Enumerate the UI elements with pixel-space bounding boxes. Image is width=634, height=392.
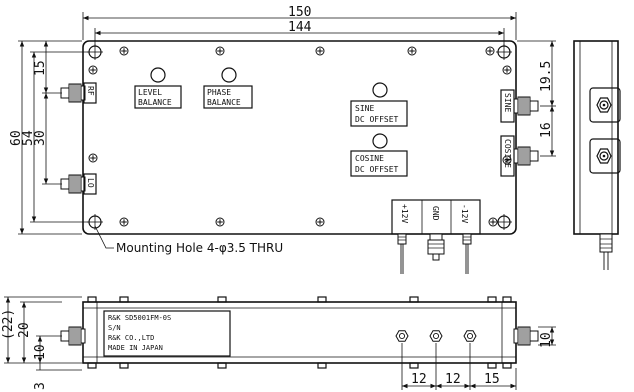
phase-balance-label-box xyxy=(203,85,253,109)
sine-offset-label-line2: DC OFFSET xyxy=(355,115,399,124)
sine-connector xyxy=(513,96,539,116)
dim-right-connector-height: 10 xyxy=(539,332,554,348)
lo-port-label-box xyxy=(83,173,97,195)
dim-pin-to-edge: 15 xyxy=(484,372,500,387)
sine-connector-face xyxy=(589,87,621,123)
lo-port-label: LO xyxy=(86,178,95,188)
pin-minus12v xyxy=(462,233,472,275)
cosine-offset-label-box xyxy=(350,150,408,177)
level-balance-label-line1: LEVEL xyxy=(138,88,162,97)
front-left-connector xyxy=(60,326,86,346)
pin-plus12v xyxy=(397,233,407,275)
mounting-hole-bottom-left xyxy=(87,214,103,230)
nameplate-line2: S/N xyxy=(108,324,121,332)
front-view: R&K SD5001FM-0S S/N R&K CO.,LTD MADE IN … xyxy=(60,296,539,369)
rf-port-label-box xyxy=(83,82,97,104)
mounting-hole-top-right xyxy=(496,44,512,60)
dim-connector-height: 10 xyxy=(33,344,48,360)
dim-body-height: 20 xyxy=(17,322,32,338)
pin-label-minus12v: -12V xyxy=(460,204,469,223)
top-view-outline xyxy=(82,40,517,235)
dim-sine-cosine-spacing: 16 xyxy=(539,122,554,138)
dim-pin-pitch-1: 12 xyxy=(411,372,427,387)
cosine-port-label-box xyxy=(500,135,515,177)
nameplate xyxy=(103,310,231,357)
dim-port-spacing: 30 xyxy=(33,130,48,146)
top-view: LEVEL BALANCE PHASE BALANCE SINE DC OFFS… xyxy=(60,40,539,275)
sine-offset-label-box xyxy=(350,100,408,127)
nameplate-line1: R&K SD5001FM-0S xyxy=(108,314,171,322)
sine-port-label-box xyxy=(500,89,515,123)
front-view-screws xyxy=(87,296,512,369)
dim-hole-pitch-length: 144 xyxy=(288,20,312,35)
lid-screws xyxy=(88,46,512,227)
nameplate-line3: R&K CO.,LTD xyxy=(108,334,154,342)
phase-balance-hole xyxy=(221,67,237,83)
side-view-right xyxy=(573,40,621,270)
front-pin-minus12v xyxy=(463,330,477,342)
mounting-hole-bottom-right xyxy=(496,214,512,230)
rf-connector xyxy=(60,83,86,103)
dim-overall-width: 60 xyxy=(9,130,24,146)
cosine-offset-label-line2: DC OFFSET xyxy=(355,165,399,174)
cosine-offset-label-line1: COSINE xyxy=(355,154,384,163)
sine-offset-hole xyxy=(372,82,388,98)
cosine-port-label: COSINE xyxy=(503,139,512,168)
cosine-connector-face xyxy=(589,138,621,174)
dim-overall-length: 150 xyxy=(288,5,311,20)
rf-port-label: RF xyxy=(86,86,95,96)
pin-label-plus12v: +12V xyxy=(400,204,409,223)
dim-height-ref: (22) xyxy=(1,309,16,340)
front-pin-plus12v xyxy=(395,330,409,342)
dim-base-offset: 3 xyxy=(33,382,48,390)
phase-balance-label-line2: BALANCE xyxy=(207,98,241,107)
dim-hole-pitch-width: 54 xyxy=(21,130,36,146)
cosine-connector xyxy=(513,146,539,166)
front-pin-gnd xyxy=(429,330,443,342)
level-balance-label-line2: BALANCE xyxy=(138,98,172,107)
front-view-dimensions: (22) 20 10 3 10 12 12 15 xyxy=(1,296,556,390)
sine-port-label: SINE xyxy=(503,93,512,112)
nameplate-line4: MADE IN JAPAN xyxy=(108,344,163,352)
level-balance-label-box xyxy=(134,85,182,109)
pin-label-gnd: GND xyxy=(431,206,440,221)
top-view-dimensions: 150 144 60 54 30 15 19.5 16 xyxy=(9,5,556,235)
dim-rf-offset: 15 xyxy=(33,60,48,76)
front-right-connector xyxy=(513,326,539,346)
mounting-hole-top-left xyxy=(87,44,103,60)
level-balance-hole xyxy=(150,67,166,83)
cosine-offset-hole xyxy=(372,133,388,149)
dim-pin-pitch-2: 12 xyxy=(445,372,461,387)
phase-balance-label-line1: PHASE xyxy=(207,88,231,97)
dim-sine-offset: 19.5 xyxy=(539,61,554,92)
lo-connector xyxy=(60,174,86,194)
pin-gnd xyxy=(427,233,445,261)
mounting-hole-callout: Mounting Hole 4-φ3.5 THRU xyxy=(116,241,283,255)
mounting-hole-leader xyxy=(94,225,114,249)
sine-offset-label-line1: SINE xyxy=(355,104,374,113)
side-pin xyxy=(599,233,613,270)
